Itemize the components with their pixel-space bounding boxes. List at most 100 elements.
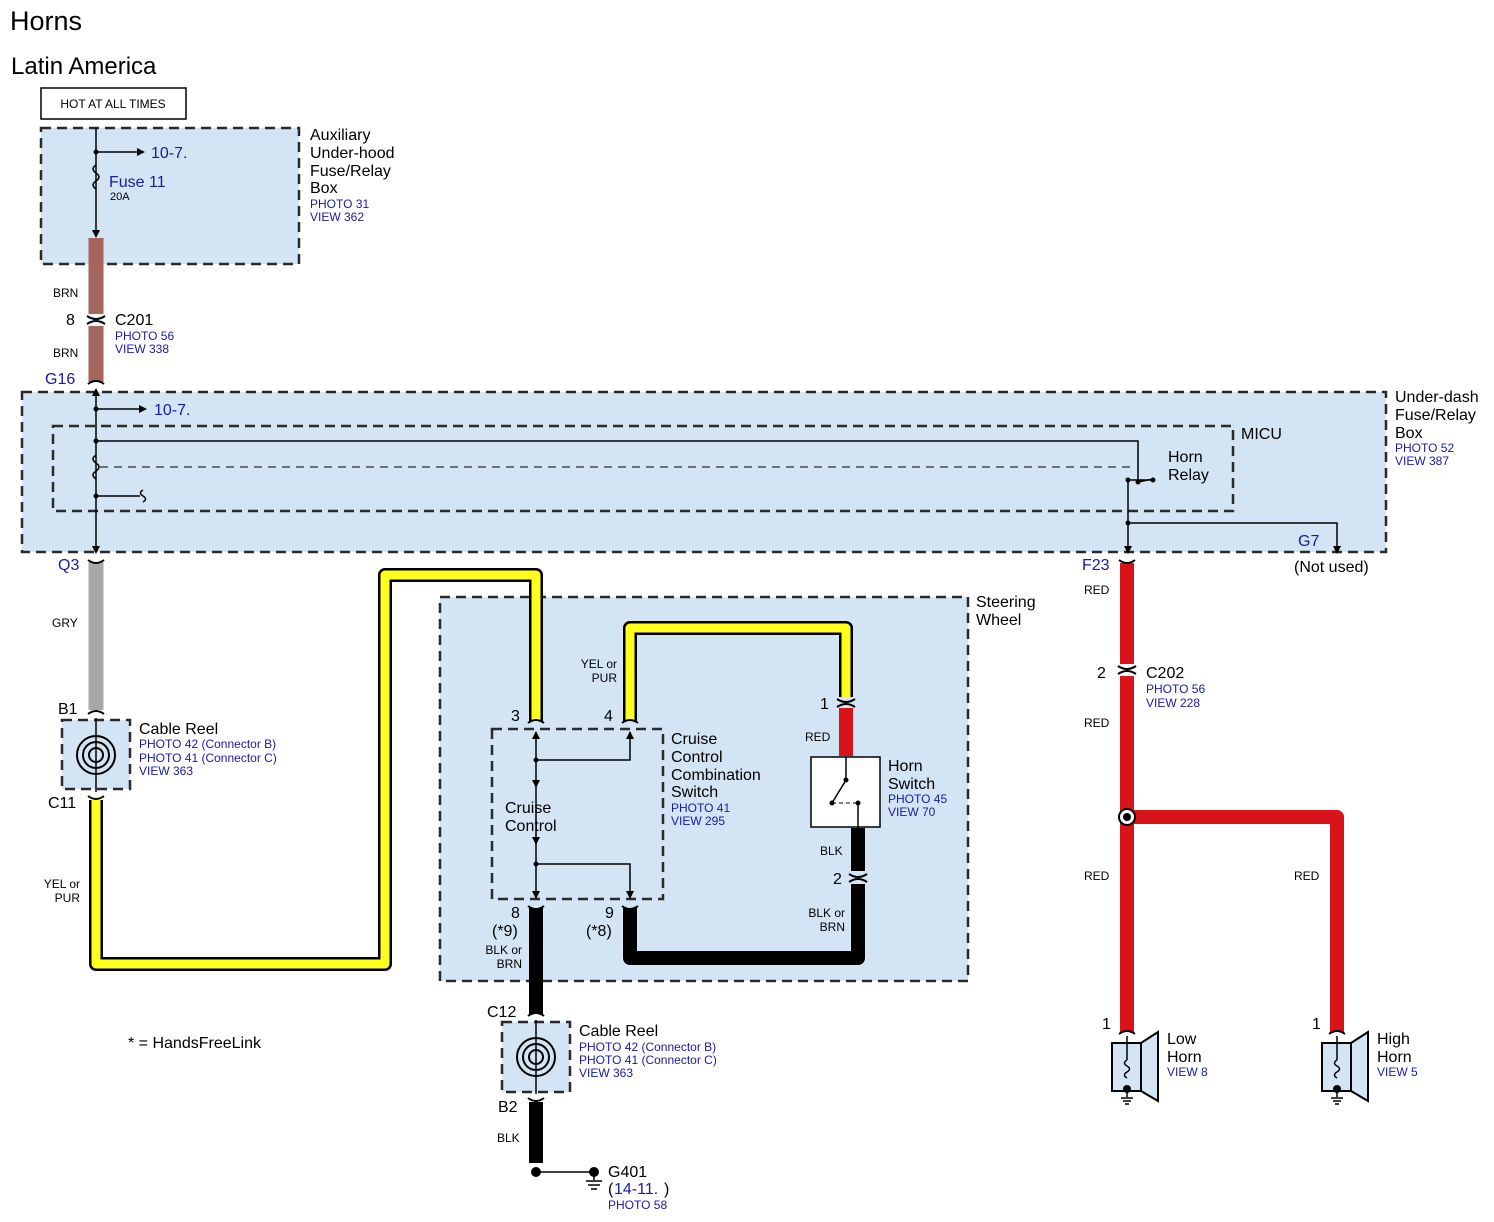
- aux-box-name-2: Under-hood: [310, 145, 395, 162]
- low-horn-name-2: Horn: [1167, 1049, 1202, 1066]
- aux-box-name-3: Fuse/Relay: [310, 163, 391, 180]
- wire-red-label-2: RED: [1084, 716, 1110, 730]
- fuse-label: Fuse 11: [109, 174, 166, 191]
- c201-photo[interactable]: PHOTO 56: [115, 329, 174, 343]
- cable-reel-2-icon: [516, 1020, 556, 1094]
- cable-reel-1-top-pin: B1: [58, 701, 78, 718]
- ud-ref-link[interactable]: 10-7.: [154, 402, 190, 419]
- aux-box-view[interactable]: VIEW 362: [310, 210, 364, 224]
- cable-reel-1-photo2[interactable]: PHOTO 41 (Connector C): [139, 751, 277, 765]
- ud-junction-3: [93, 493, 99, 499]
- connector-stubs: [87, 380, 1346, 1102]
- fuse-symbol: [92, 164, 100, 190]
- cruise-pin-4: 4: [604, 708, 613, 725]
- wire-red-high: [1127, 810, 1344, 1032]
- g401-ref-link[interactable]: 14-11.: [614, 1181, 658, 1198]
- hot-label: HOT AT ALL TIMES: [60, 97, 165, 111]
- c202-view[interactable]: VIEW 228: [1146, 696, 1200, 710]
- wire-yel-left-label-1: YEL or: [44, 877, 80, 891]
- horn-sw-pin-2: 2: [833, 871, 842, 888]
- ud-ref-arrowhead: [139, 405, 147, 413]
- cable-reel-1-view[interactable]: VIEW 363: [139, 764, 193, 778]
- wire-red-label-3: RED: [1084, 869, 1110, 883]
- g401-photo[interactable]: PHOTO 58: [608, 1198, 667, 1212]
- horn-sw-name-2: Switch: [888, 776, 935, 793]
- c201-pin: 8: [66, 312, 75, 329]
- aux-ref-link[interactable]: 10-7.: [151, 145, 187, 162]
- cable-reel-2-view[interactable]: VIEW 363: [579, 1066, 633, 1080]
- wire-brn-label-bottom: BRN: [53, 346, 78, 360]
- aux-junction: [93, 149, 99, 155]
- aux-box-name-1: Auxiliary: [310, 127, 370, 144]
- aux-box-name-4: Box: [310, 180, 338, 197]
- horn-switch-internals: [829, 757, 861, 828]
- g401-paren-open: (: [608, 1181, 614, 1198]
- q3-down-arrow: [92, 546, 100, 554]
- low-horn-view[interactable]: VIEW 8: [1167, 1065, 1208, 1079]
- wire-red-horn-sw-label: RED: [805, 730, 831, 744]
- cruise-name-3: Combination: [671, 767, 761, 784]
- low-horn-name-1: Low: [1167, 1031, 1197, 1048]
- wire-blk-pin2-label-1: BLK or: [808, 906, 845, 920]
- wire-blk-pin8-label-1: BLK or: [485, 943, 522, 957]
- wire-blk-pin2-label-2: BRN: [820, 920, 845, 934]
- page-subtitle: Latin America: [11, 53, 157, 80]
- cable-reel-2-top-pin: C12: [487, 1004, 516, 1021]
- wire-blk-horn-sw-label: BLK: [820, 844, 843, 858]
- cable-reel-2-photo1[interactable]: PHOTO 42 (Connector B): [579, 1040, 716, 1054]
- ud-name-3: Box: [1395, 425, 1423, 442]
- steering-wheel-label-1: Steering: [976, 594, 1036, 611]
- hot-label-box: [40, 87, 187, 120]
- micu-label: MICU: [1241, 426, 1282, 443]
- wire-yel-left-label-2: PUR: [55, 891, 81, 905]
- g7-label: G7: [1298, 533, 1319, 550]
- ud-name-1: Under-dash: [1395, 389, 1479, 406]
- c201-view[interactable]: VIEW 338: [115, 342, 169, 356]
- g16-up-arrow: [92, 388, 100, 396]
- g7-line: [1128, 522, 1338, 546]
- q3-label: Q3: [58, 557, 79, 574]
- branch-coil: [139, 489, 147, 503]
- wire-blk-pin8-label-2: BRN: [497, 957, 522, 971]
- cable-reel-1-bottom-pin: C11: [48, 795, 76, 812]
- horn-sw-view[interactable]: VIEW 70: [888, 805, 936, 819]
- cable-reel-1-photo1[interactable]: PHOTO 42 (Connector B): [139, 737, 276, 751]
- not-used-label: (Not used): [1294, 559, 1369, 576]
- relay-feed-line: [96, 440, 1139, 482]
- aux-fuse-box: [39, 126, 301, 266]
- cable-reel-2-photo2[interactable]: PHOTO 41 (Connector C): [579, 1053, 717, 1067]
- cruise-switch-internals: [532, 731, 634, 899]
- c202-photo[interactable]: PHOTO 56: [1146, 682, 1205, 696]
- connector-horn-sw-pin1: [836, 698, 856, 708]
- cable-reel-2-name: Cable Reel: [579, 1023, 658, 1040]
- high-horn-name-2: Horn: [1377, 1049, 1412, 1066]
- cruise-pin-3: 3: [511, 708, 520, 725]
- horn-relay-label-2: Relay: [1168, 467, 1209, 484]
- high-horn-view[interactable]: VIEW 5: [1377, 1065, 1418, 1079]
- wire-blk-pin9-loop: [623, 884, 865, 965]
- ud-photo[interactable]: PHOTO 52: [1395, 441, 1454, 455]
- cruise-pin-8-alt: (*9): [492, 923, 518, 940]
- relay-coil: [92, 454, 100, 480]
- wire-yel-mid-label-2: PUR: [592, 671, 618, 685]
- ud-junction-1: [93, 406, 99, 412]
- connector-c202: [1117, 665, 1137, 675]
- cable-reel-2-bottom-pin: B2: [498, 1099, 518, 1116]
- wire-yel-loop-fill: [625, 623, 851, 722]
- handsfree-note: * = HandsFreeLink: [128, 1035, 262, 1052]
- horn-sw-photo[interactable]: PHOTO 45: [888, 792, 947, 806]
- ud-view[interactable]: VIEW 387: [1395, 454, 1449, 468]
- aux-ref-arrowhead: [137, 148, 145, 156]
- cruise-inner-2: Control: [505, 818, 557, 835]
- connector-c201: [86, 315, 106, 325]
- horn-sw-name-1: Horn: [888, 758, 923, 775]
- ground-g401-icon: [531, 1167, 602, 1190]
- aux-box-photo[interactable]: PHOTO 31: [310, 197, 369, 211]
- steering-wheel-label-2: Wheel: [976, 612, 1021, 629]
- cruise-view[interactable]: VIEW 295: [671, 814, 725, 828]
- wire-blk-reel2-label: BLK: [497, 1131, 520, 1145]
- cruise-photo[interactable]: PHOTO 41: [671, 801, 730, 815]
- cruise-pin-9-alt: (*8): [586, 923, 612, 940]
- fuse-rating: 20A: [110, 191, 130, 203]
- horn-relay-label-1: Horn: [1168, 449, 1203, 466]
